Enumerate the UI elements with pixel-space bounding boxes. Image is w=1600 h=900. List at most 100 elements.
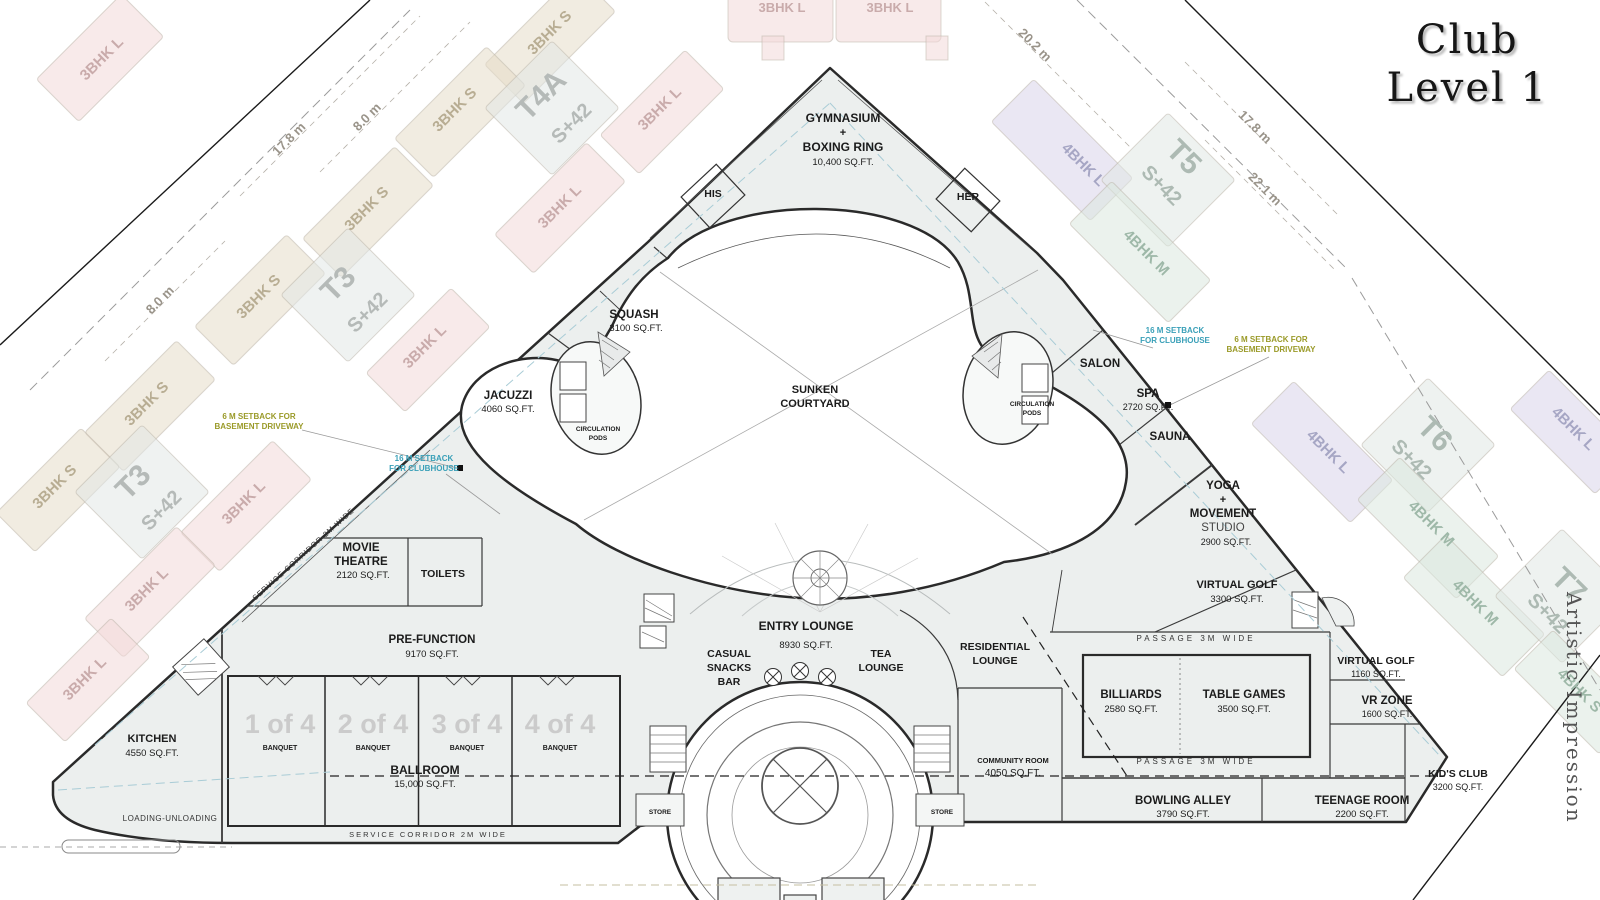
column-icons — [764, 662, 836, 686]
banquet-2-number: 2 of 4 — [338, 709, 409, 739]
banquet-3-label: BANQUET — [450, 745, 485, 752]
banquet-4-number: 4 of 4 — [525, 709, 596, 739]
stair-icon — [971, 333, 1003, 379]
title-line-2: Level 1 — [1386, 65, 1548, 111]
entry-lounge-label: ENTRY LOUNGE — [759, 619, 854, 633]
building-t3-lower — [75, 425, 209, 559]
circulation-pods-left-1: CIRCULATION — [576, 426, 621, 433]
banquet-2-label: BANQUET — [356, 745, 391, 752]
community-room-label: COMMUNITY ROOM — [977, 756, 1049, 765]
setback-clubhouse-right-2: FOR CLUBHOUSE — [1140, 336, 1210, 345]
setback-driveway-right-1: 6 M SETBACK FOR — [1234, 335, 1308, 344]
kids-club-label: KID'S CLUB — [1428, 768, 1488, 780]
dim-17-8-right: 17.8 m — [1236, 107, 1275, 146]
toilets-label: TOILETS — [421, 568, 465, 580]
building-3bhkl-top — [835, 0, 942, 43]
residential-lounge-1: RESIDENTIAL — [960, 641, 1031, 653]
movie-theatre-2: THEATRE — [334, 556, 388, 568]
setback-driveway-right-2: BASEMENT DRIVEWAY — [1226, 345, 1316, 354]
store-rooms — [635, 793, 965, 827]
virtual-golf-main-area: 3300 SQ.FT. — [1210, 594, 1263, 605]
teenage-room-area: 2200 SQ.FT. — [1335, 809, 1388, 820]
jacuzzi-area: 4060 SQ.FT. — [481, 404, 534, 415]
sauna-label: SAUNA — [1150, 431, 1191, 443]
building-t3-upper — [281, 228, 415, 362]
store-right-label: STORE — [931, 809, 954, 816]
movie-theatre-area: 2120 SQ.FT. — [336, 570, 389, 581]
passage-label-top: PASSAGE 3M WIDE — [1136, 634, 1255, 643]
setback-driveway-left-2: BASEMENT DRIVEWAY — [214, 422, 304, 431]
building-3bhks — [195, 235, 325, 365]
building-3bhks — [395, 47, 525, 177]
tea-lounge-2: LOUNGE — [859, 662, 904, 674]
her-room — [935, 167, 1001, 233]
squash-label: SQUASH — [609, 309, 658, 321]
building-t7 — [1495, 529, 1600, 663]
virtual-golf-small-label: VIRTUAL GOLF — [1337, 655, 1415, 667]
circulation-pod-right — [962, 331, 1054, 445]
tea-lounge-1: TEA — [871, 648, 892, 660]
sunken-courtyard-1: SUNKEN — [792, 384, 839, 396]
vr-zone-label: VR ZONE — [1361, 695, 1412, 707]
ballroom-label: BALLROOM — [390, 763, 459, 777]
artistic-impression-watermark: Artistic Impression — [1562, 592, 1586, 824]
building-3bhkl — [366, 288, 490, 412]
passage-label-bottom: PASSAGE 3M WIDE — [1136, 757, 1255, 766]
setback-dashed-lines — [29, 0, 1600, 691]
building-4bhkm — [1404, 536, 1544, 676]
dim-20-2: 20.2 m — [1016, 25, 1055, 64]
yoga-label-1: YOGA — [1206, 480, 1240, 492]
banquet-1-number: 1 of 4 — [245, 709, 316, 739]
kitchen-area: 4550 SQ.FT. — [125, 748, 178, 759]
stair-cluster-virtual-golf — [1291, 591, 1355, 629]
bowling-alley-label: BOWLING ALLEY — [1135, 795, 1231, 807]
banquet-1-label: BANQUET — [263, 745, 298, 752]
building-3bhkl — [600, 50, 724, 174]
casual-snacks-bar-1: CASUAL — [707, 648, 751, 660]
loading-bay-markings — [0, 839, 232, 854]
courtyard-cross-lines — [583, 269, 1053, 555]
gymnasium-plus: + — [840, 127, 846, 139]
teenage-room-label: TEENAGE ROOM — [1315, 795, 1410, 807]
spiral-stair-icon — [792, 550, 848, 606]
building-3bhkl — [26, 618, 150, 742]
his-room — [680, 163, 746, 229]
vr-zone-area: 1600 SQ.FT. — [1362, 709, 1413, 719]
setback-clubhouse-right-1: 16 M SETBACK — [1146, 326, 1205, 335]
her-label: HER — [957, 191, 980, 203]
spa-label: SPA — [1137, 388, 1160, 400]
building-t4a — [485, 41, 619, 175]
setback-node — [457, 465, 463, 471]
yoga-label-3: MOVEMENT — [1190, 508, 1256, 520]
title-line-1: Club — [1415, 17, 1519, 63]
building-4bhkm — [1070, 182, 1210, 322]
boxing-ring-label: BOXING RING — [803, 140, 884, 154]
yoga-label-4: STUDIO — [1201, 522, 1245, 534]
kitchen-label: KITCHEN — [128, 733, 177, 745]
store-left-label: STORE — [649, 809, 672, 816]
gymnasium-label: GYMNASIUM — [806, 111, 881, 125]
sunken-courtyard-shape — [459, 207, 1129, 600]
movie-theatre-1: MOVIE — [342, 542, 379, 554]
loading-unloading-label: LOADING-UNLOADING — [123, 814, 218, 823]
building-3bhks — [0, 428, 120, 552]
yoga-label-2: + — [1220, 494, 1226, 506]
boundary-line-right — [1184, 0, 1600, 416]
squash-area: 3100 SQ.FT. — [609, 323, 662, 334]
yoga-area: 2900 SQ.FT. — [1201, 537, 1252, 547]
casual-snacks-bar-3: BAR — [718, 676, 741, 688]
billiards-label: BILLIARDS — [1100, 689, 1162, 701]
dimension-leader-lines — [104, 1, 1341, 362]
kids-club-area: 3200 SQ.FT. — [1433, 782, 1484, 792]
gymnasium-area: 10,400 SQ.FT. — [812, 157, 873, 168]
sunken-courtyard-2: COURTYARD — [780, 398, 849, 410]
banquet-3-number: 3 of 4 — [432, 709, 503, 739]
jacuzzi-label: JACUZZI — [484, 390, 533, 402]
bowling-alley-area: 3790 SQ.FT. — [1156, 809, 1209, 820]
virtual-golf-main-label: VIRTUAL GOLF — [1196, 579, 1277, 591]
banquet-door-marks — [257, 675, 576, 686]
boundary-line-left — [0, 0, 371, 346]
setback-markers — [301, 329, 1270, 515]
